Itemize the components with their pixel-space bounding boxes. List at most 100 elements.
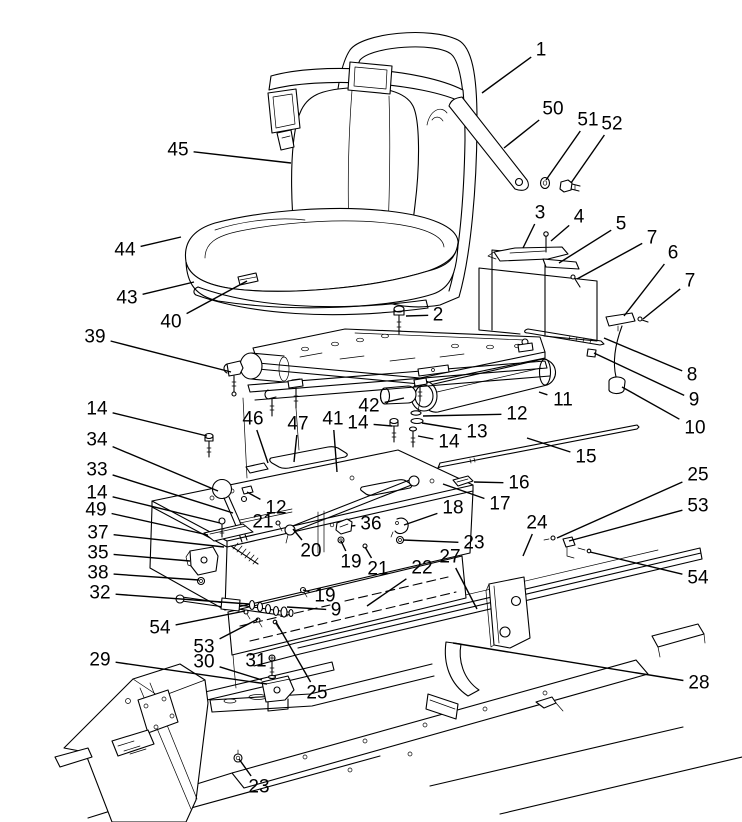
callout-label-53: 53: [687, 496, 708, 517]
slot-46: [245, 462, 269, 474]
right-frame-plate: [651, 623, 706, 658]
rod-15: [437, 424, 640, 469]
latch-bracket-39: [223, 360, 244, 397]
callout-label-41: 41: [322, 409, 343, 430]
leader-line-7: [576, 242, 643, 280]
callout-label-34: 34: [86, 430, 108, 451]
corner-bolt-c: [517, 338, 534, 353]
callout-label-50: 50: [542, 99, 563, 120]
callout-53: 53: [568, 496, 709, 542]
washer-13: [410, 417, 424, 425]
callout-50: 50: [503, 99, 564, 149]
callout-label-52: 52: [601, 114, 622, 135]
leader-line-51: [545, 130, 581, 181]
callout-40: 40: [160, 280, 248, 333]
leader-line-8: [603, 337, 683, 372]
callout-2: 2: [405, 305, 444, 326]
callout-label-12: 12: [506, 404, 527, 425]
suspension-assembly: [223, 249, 598, 479]
callout-label-8: 8: [687, 365, 698, 386]
callout-label-2: 2: [433, 305, 444, 326]
left-flap: [54, 747, 93, 768]
callout-label-14: 14: [86, 483, 108, 504]
callout-51: 51: [545, 110, 599, 181]
callout-label-5: 5: [616, 214, 627, 235]
callout-label-42: 42: [358, 396, 379, 417]
leader-line-5: [558, 229, 612, 264]
nut-23-bottom: [233, 749, 243, 763]
callout-4: 4: [550, 207, 585, 242]
callout-42: 42: [358, 396, 405, 417]
belt-adjuster: [347, 61, 393, 95]
lever-5: [542, 258, 580, 270]
callout-label-36: 36: [360, 514, 381, 535]
leader-line-53: [568, 509, 683, 542]
leader-line-35: [113, 553, 191, 562]
leader-line-34: [112, 445, 219, 492]
pivot-shaft-assembly: [175, 586, 308, 630]
callout-label-6: 6: [668, 243, 679, 264]
knob-34: [211, 478, 233, 500]
leader-line-45: [193, 151, 292, 164]
leader-line-9: [286, 606, 327, 611]
leader-line-6: [623, 263, 665, 317]
leader-line-24: [522, 533, 533, 557]
callout-label-25: 25: [306, 683, 327, 704]
leader-line-49: [111, 512, 209, 536]
plate-hole: [429, 478, 435, 484]
spring-37: [230, 542, 259, 565]
callout-22: 22: [366, 558, 433, 607]
console-hole: [125, 698, 131, 704]
frame-leg-28: [444, 641, 480, 697]
bolt-14-left: [204, 432, 214, 458]
callout-label-30: 30: [193, 652, 214, 673]
callout-label-19: 19: [340, 552, 361, 573]
leader-line-25: [275, 621, 312, 683]
leader-line-19: [302, 589, 310, 593]
callout-19: 19: [302, 586, 336, 607]
console-tray: [111, 729, 155, 757]
callout-label-4: 4: [574, 207, 585, 228]
callout-label-7: 7: [685, 271, 696, 292]
callout-label-20: 20: [300, 541, 321, 562]
callout-label-7: 7: [647, 228, 658, 249]
leader-line-44: [140, 236, 182, 248]
callout-label-22: 22: [411, 558, 432, 579]
leader-line-16: [473, 481, 504, 484]
leader-line-15: [526, 437, 571, 453]
callout-label-21: 21: [252, 512, 273, 533]
callout-label-54: 54: [149, 618, 171, 639]
callout-1: 1: [481, 40, 546, 94]
callout-23: 23: [238, 758, 270, 798]
callout-9: 9: [593, 352, 699, 411]
callout-21: 21: [364, 546, 389, 580]
console-face-plate: [137, 689, 179, 734]
callout-14: 14: [86, 399, 208, 437]
bolt-14-right: [408, 426, 418, 448]
callout-label-16: 16: [508, 473, 529, 494]
leader-line-25: [556, 481, 683, 539]
callout-label-45: 45: [167, 140, 188, 161]
callout-label-14: 14: [86, 399, 108, 420]
leader-line-40: [186, 280, 248, 315]
callout-label-51: 51: [577, 110, 598, 131]
clip-12-left: [240, 485, 254, 503]
callout-25: 25: [275, 621, 328, 704]
pin-4: [543, 231, 549, 253]
leader-line-12: [422, 413, 502, 417]
callout-32: 32: [89, 583, 250, 605]
plate-hole: [349, 475, 355, 481]
leader-line-14: [417, 435, 434, 440]
callout-49: 49: [85, 500, 209, 536]
callout-label-13: 13: [466, 422, 487, 443]
screw-25-right: [550, 535, 556, 541]
clamp-53-right: [562, 536, 576, 548]
callout-23: 23: [402, 533, 485, 554]
leader-line-47: [293, 434, 298, 463]
callout-label-43: 43: [116, 288, 137, 309]
callout-label-14: 14: [347, 413, 369, 434]
rail-fastener-cluster: [543, 535, 592, 559]
callout-14: 14: [417, 432, 460, 453]
callout-label-18: 18: [442, 498, 463, 519]
leader-line-29: [115, 661, 268, 685]
